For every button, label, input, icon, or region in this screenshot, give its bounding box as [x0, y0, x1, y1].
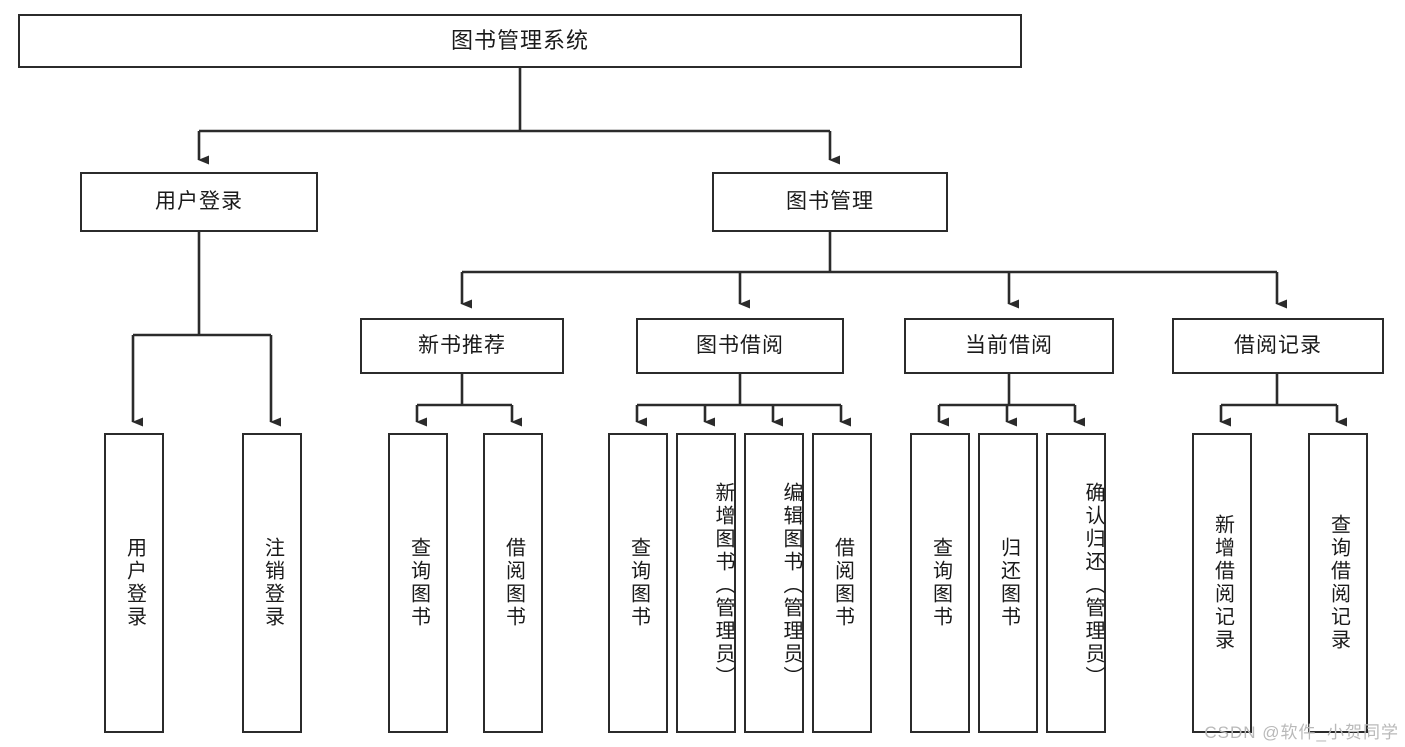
leaf-query-book-newbook[interactable]: 查询图书	[388, 433, 448, 733]
leaf-user-login[interactable]: 用户登录	[104, 433, 164, 733]
leaf-edit-book-admin[interactable]: 编辑图书（管理员）	[744, 433, 804, 733]
leaf-logout[interactable]: 注销登录	[242, 433, 302, 733]
leaf-return-book[interactable]: 归还图书	[978, 433, 1038, 733]
leaf-confirm-return-admin[interactable]: 确认归还（管理员）	[1046, 433, 1106, 733]
leaf-borrow-book[interactable]: 借阅图书	[812, 433, 872, 733]
node-book-management[interactable]: 图书管理	[712, 172, 948, 232]
node-new-book-recommend[interactable]: 新书推荐	[360, 318, 564, 374]
csdn-watermark: CSDN @软件_小贺同学	[1204, 723, 1399, 742]
leaf-add-book-admin[interactable]: 新增图书（管理员）	[676, 433, 736, 733]
leaf-add-borrow-record[interactable]: 新增借阅记录	[1192, 433, 1252, 733]
node-borrow-record[interactable]: 借阅记录	[1172, 318, 1384, 374]
node-root[interactable]: 图书管理系统	[18, 14, 1022, 68]
leaf-borrow-book-newbook[interactable]: 借阅图书	[483, 433, 543, 733]
leaf-query-book-current[interactable]: 查询图书	[910, 433, 970, 733]
node-user-login[interactable]: 用户登录	[80, 172, 318, 232]
leaf-query-book-borrow[interactable]: 查询图书	[608, 433, 668, 733]
node-current-borrow[interactable]: 当前借阅	[904, 318, 1114, 374]
node-book-borrow[interactable]: 图书借阅	[636, 318, 844, 374]
leaf-query-borrow-record[interactable]: 查询借阅记录	[1308, 433, 1368, 733]
